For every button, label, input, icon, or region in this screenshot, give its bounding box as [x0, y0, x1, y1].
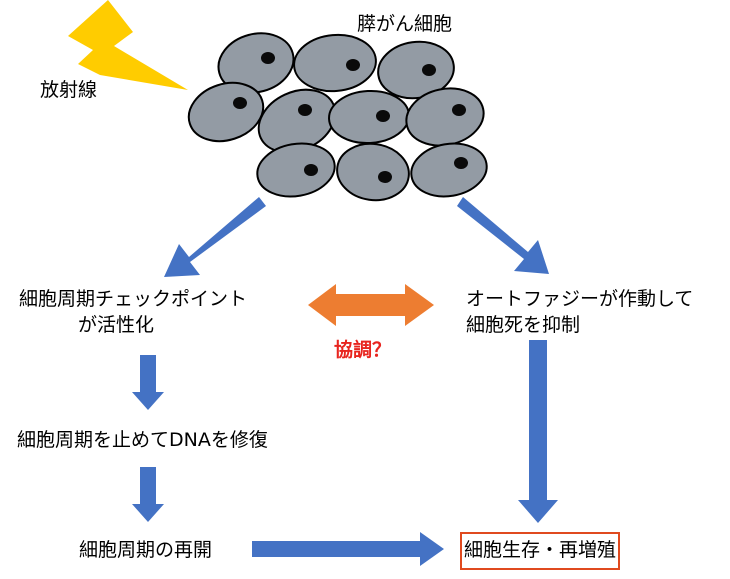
radiation-label: 放射線: [40, 79, 98, 101]
survival-box: 細胞生存・再増殖: [460, 532, 620, 570]
cell: [217, 32, 295, 94]
checkpoint-label-line1: 細胞周期チェックポイント: [19, 288, 248, 310]
cancer-cells-label: 膵がん細胞: [357, 13, 453, 35]
arrow-restart-to-survival: [252, 532, 444, 566]
cell: [293, 33, 377, 93]
cell: [410, 142, 488, 198]
cooperation-label: 協調？: [334, 339, 392, 361]
cell: [328, 89, 410, 145]
arrow-to-autophagy: [457, 197, 549, 274]
cell: [187, 81, 265, 143]
arrow-to-restart: [132, 467, 164, 522]
autophagy-label-line2: 細胞死を抑制: [466, 314, 581, 336]
cell: [336, 142, 410, 202]
cell: [405, 87, 485, 147]
cell: [257, 88, 337, 154]
dna-repair-label: 細胞周期を止めてDNAを修復: [17, 429, 268, 451]
autophagy-label-line1: オートファジーが作動して: [466, 288, 694, 310]
arrow-autophagy-to-survival: [518, 340, 558, 523]
cell-cycle-restart-label: 細胞周期の再開: [79, 539, 213, 561]
survival-label: 細胞生存・再増殖: [463, 539, 616, 562]
arrow-to-checkpoint: [164, 197, 266, 277]
checkpoint-label-line2: が活性化: [78, 314, 155, 336]
arrow-to-dna-repair: [132, 355, 164, 410]
lightning-bolt-icon: [68, 0, 188, 90]
cell: [256, 142, 336, 198]
cooperation-double-arrow: [308, 284, 434, 326]
cancer-cell-cluster: [187, 32, 488, 202]
